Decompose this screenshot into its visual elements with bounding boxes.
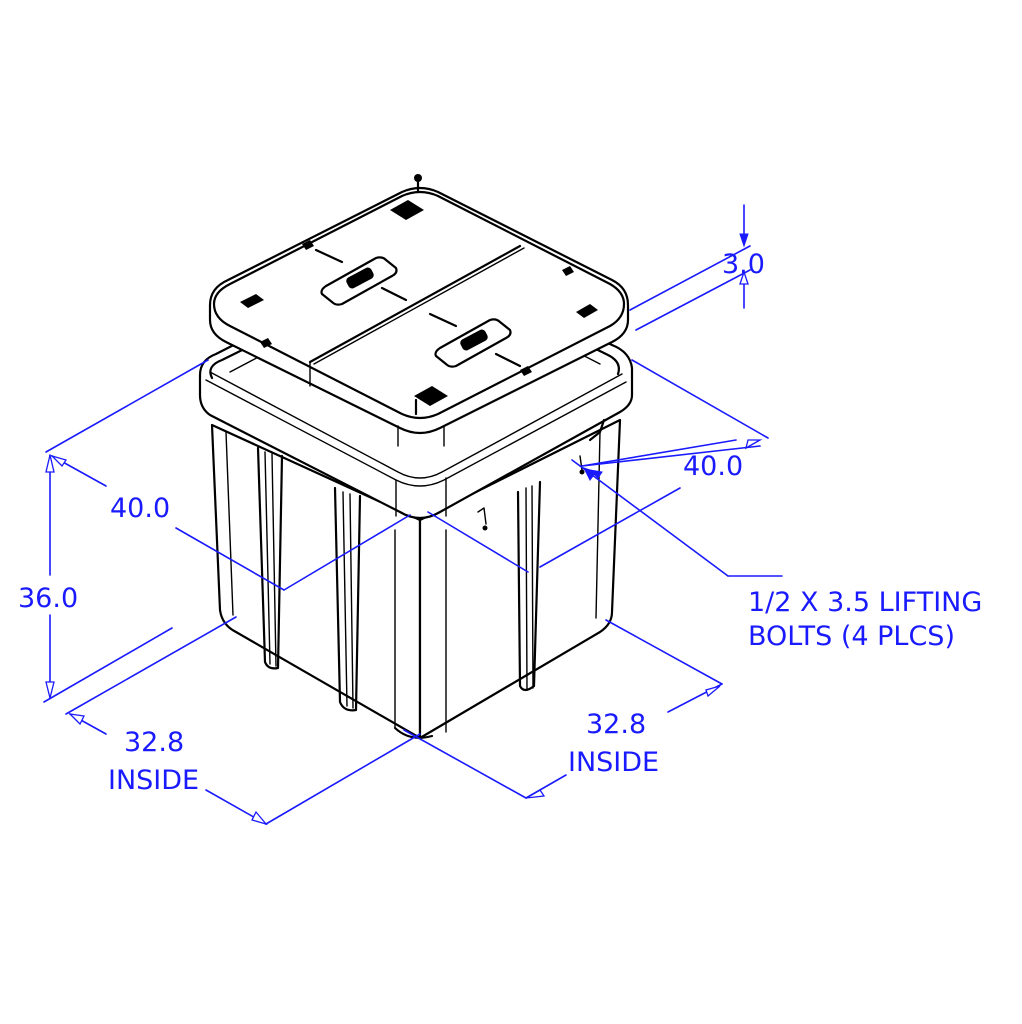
dim-label-width-left: 40.0 [110, 493, 171, 524]
dim-width-right [539, 359, 769, 568]
dim-inside-right [403, 619, 723, 799]
cover-seam [308, 244, 522, 364]
dim-label-width-right: 40.0 [683, 451, 744, 482]
dim-label-cover-thickness: 3.0 [722, 249, 765, 280]
cover [208, 174, 630, 447]
dim-label-inside-right-note: INSIDE [568, 747, 660, 778]
callout-lifting-bolts-line2: BOLTS (4 PLCS) [748, 621, 955, 652]
dimension-lines [43, 204, 783, 826]
dim-label-inside-left-value: 32.8 [124, 727, 185, 758]
bolt-pads [240, 200, 598, 406]
right-ribs [516, 431, 601, 692]
box-left-face [210, 423, 422, 740]
dim-height [43, 454, 173, 703]
left-ribs [225, 431, 362, 712]
callout-leader-bolts [571, 459, 783, 577]
dim-label-inside-right-value: 32.8 [586, 709, 647, 740]
box-right-face [418, 418, 622, 740]
dim-width-left [45, 359, 529, 591]
box-body [210, 418, 622, 740]
handle-right [434, 318, 512, 368]
dim-label-inside-left-note: INSIDE [108, 765, 200, 796]
dim-cover-thickness [629, 204, 751, 331]
dim-label-height: 36.0 [18, 583, 79, 614]
handle-left [320, 256, 398, 306]
callout-lifting-bolts-line1: 1/2 X 3.5 LIFTING [748, 587, 983, 618]
dim-inside-left [65, 616, 421, 826]
cover-slots [314, 248, 522, 368]
